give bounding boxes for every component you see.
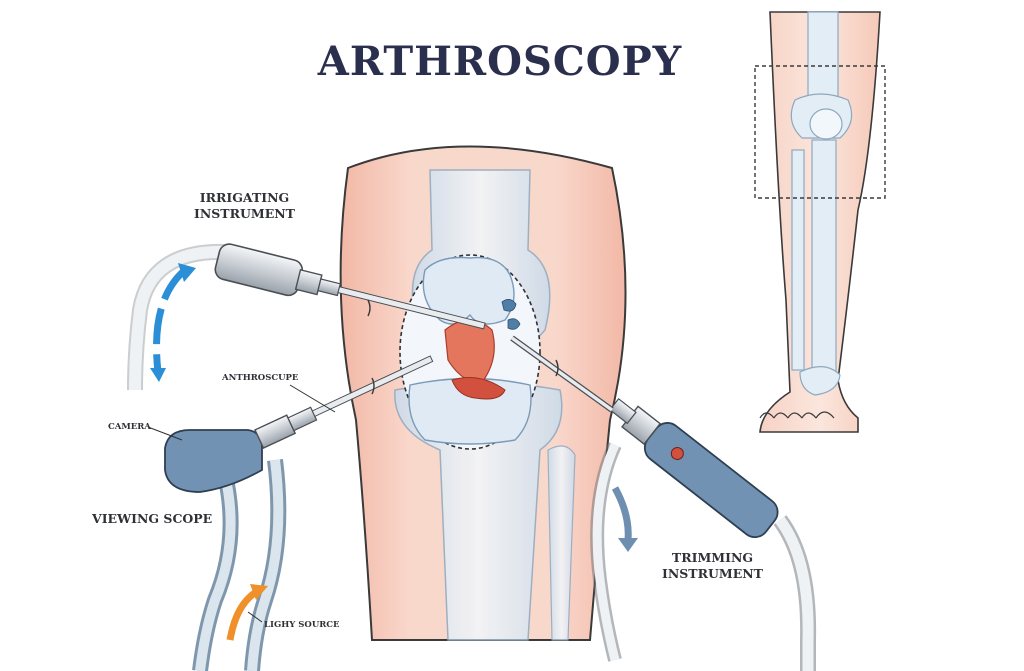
label-irrigating-instrument: IRRIGATING INSTRUMENT — [194, 190, 295, 221]
arrowhead-icon — [618, 538, 638, 552]
arrowhead-icon — [250, 584, 268, 600]
trimming-instrument — [510, 335, 817, 671]
meniscus-ligament — [451, 377, 506, 400]
cartilage-fragment — [501, 299, 517, 312]
leg-patella — [809, 108, 843, 140]
label-anthroscupe: ANTHROSCUPE — [222, 373, 299, 383]
incision-mark — [367, 299, 371, 317]
label-camera: CAMERA — [108, 422, 151, 432]
irrigation-tube-core — [129, 245, 226, 391]
trimming-handle — [643, 422, 779, 538]
trimming-arrow-icon — [611, 486, 632, 541]
fibula-bone — [547, 445, 576, 641]
leader-line-camera — [147, 426, 183, 441]
knee-illustration — [339, 145, 627, 641]
leg-toes — [759, 411, 835, 419]
irrigating-instrument — [127, 243, 486, 391]
incision-mark — [555, 359, 559, 377]
cartilage-fragment — [507, 318, 521, 330]
incision-mark — [371, 377, 375, 395]
label-trimming-instrument: TRIMMING INSTRUMENT — [662, 550, 763, 581]
femoral-condyles — [422, 256, 515, 325]
knee-focus-box — [754, 65, 886, 199]
irrigating-handle — [214, 243, 304, 297]
leader-line-light — [247, 611, 263, 623]
irrigation-arrow-icon — [153, 267, 188, 373]
arrowhead-icon — [150, 368, 166, 382]
light-arrow-icon — [226, 589, 259, 641]
camera-body — [164, 429, 263, 493]
label-light-source: LIGHY SOURCE — [264, 620, 340, 630]
leg-fibula — [791, 149, 805, 371]
irrigating-shaft — [337, 286, 486, 330]
label-viewing-scope: VIEWING SCOPE — [92, 511, 213, 526]
viewing-scope — [164, 355, 434, 671]
trimming-button-icon — [670, 447, 684, 461]
leader-line-anthroscupe — [289, 384, 336, 413]
reference-leg — [754, 11, 886, 433]
leg-femur — [807, 11, 839, 103]
leg-tibia — [811, 139, 837, 376]
arrowhead-icon — [178, 263, 196, 282]
page-title: ARTHROSCOPY — [317, 38, 683, 85]
leg-foot-bones — [799, 366, 841, 396]
